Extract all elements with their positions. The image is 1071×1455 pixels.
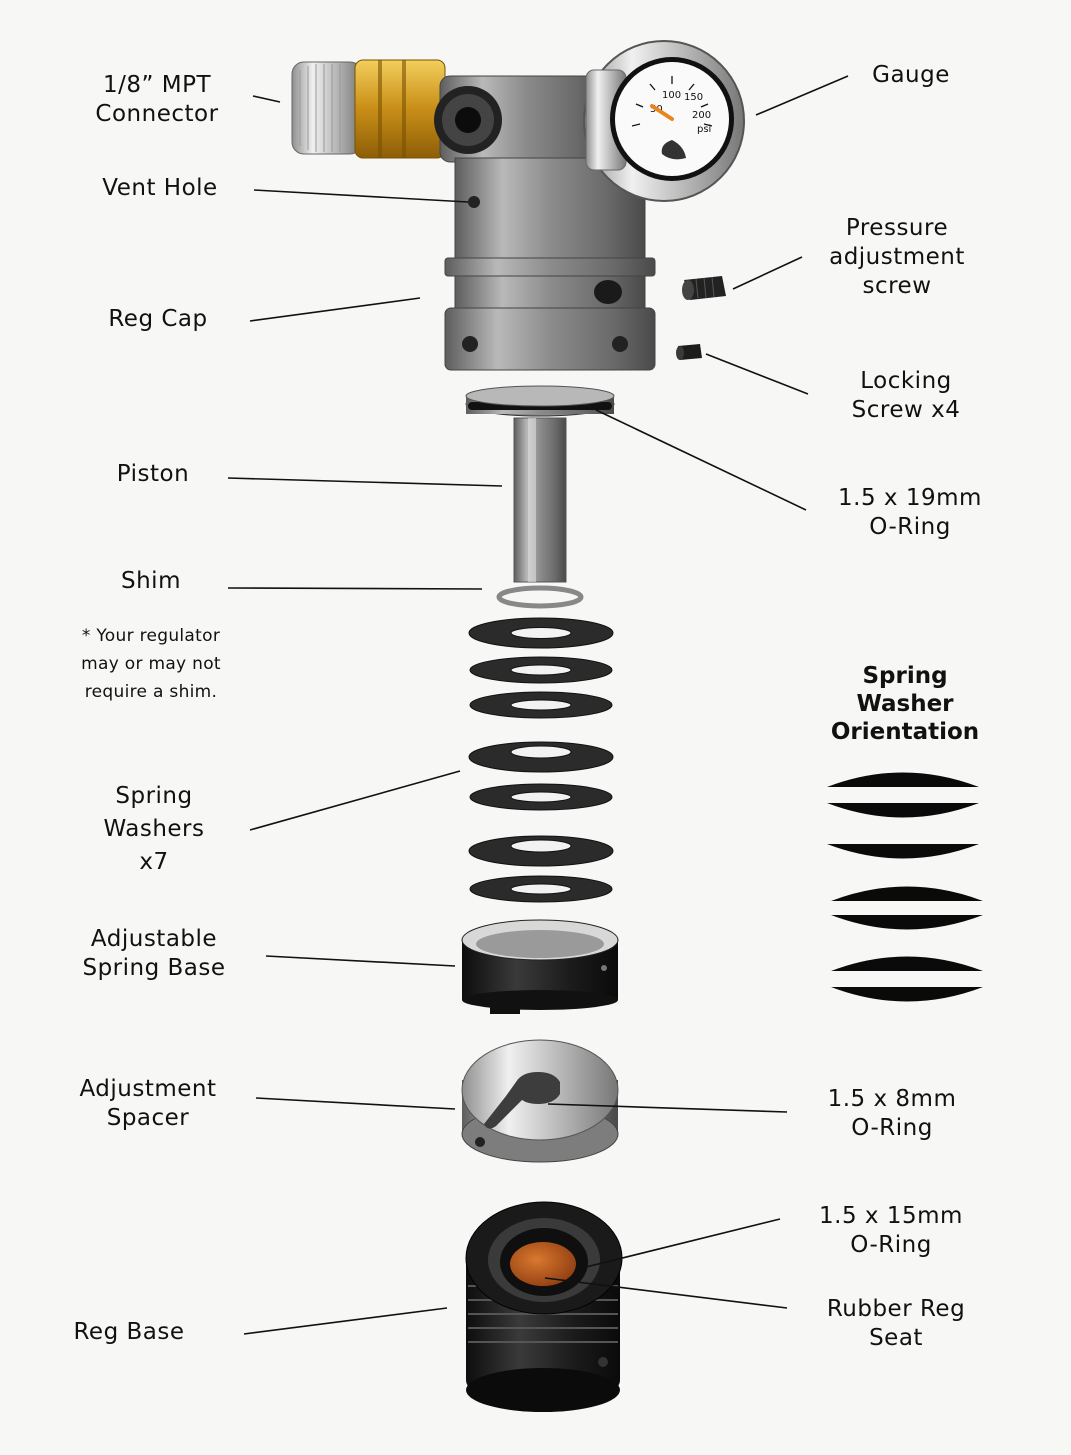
label-reg-base: Reg Base xyxy=(73,1319,185,1345)
adjustment-spacer-part xyxy=(461,1039,619,1163)
spring-washer-7 xyxy=(469,875,613,903)
leader-shim xyxy=(227,587,483,590)
adjustable-spring-base-part xyxy=(461,919,619,1014)
gauge-unit: psi xyxy=(697,124,711,135)
spring-washer-1 xyxy=(468,617,614,649)
leader-oring-8 xyxy=(547,1103,788,1113)
label-reg-cap: Reg Cap xyxy=(108,306,208,332)
label-gauge: Gauge xyxy=(872,62,950,88)
spring-washer-6 xyxy=(468,835,614,867)
leader-oring-15 xyxy=(581,1218,781,1269)
orientation-pair-1 xyxy=(827,772,979,818)
leader-pressure-screw xyxy=(732,256,803,290)
gauge-tick-150: 150 xyxy=(684,92,703,103)
locking-screw xyxy=(676,344,702,360)
orientation-pair-2 xyxy=(831,886,983,930)
leader-gauge xyxy=(755,75,849,116)
gauge-tick-100: 100 xyxy=(662,90,681,101)
gauge-part: 50 100 150 200 psi xyxy=(583,40,745,202)
leader-spring-washers xyxy=(249,770,461,831)
leader-adjustment-spacer xyxy=(255,1097,456,1110)
connector-part xyxy=(291,59,446,159)
pressure-adjustment-screw xyxy=(682,276,726,300)
spring-washer-5 xyxy=(469,783,613,811)
piston-part xyxy=(465,385,615,583)
reg-base-part xyxy=(465,1201,623,1412)
leader-rubber-seat xyxy=(544,1277,788,1309)
reg-cap-assembly: 50 100 150 200 psi xyxy=(291,40,745,371)
vent-hole xyxy=(468,196,480,208)
leader-vent-hole xyxy=(253,189,469,203)
leader-reg-cap xyxy=(249,297,421,322)
leader-adjustable-spring-base xyxy=(265,955,456,967)
leader-piston xyxy=(227,477,503,487)
label-shim: Shim xyxy=(121,568,181,594)
shim-part xyxy=(496,585,584,609)
leader-lines xyxy=(227,75,849,1335)
gauge-tick-200: 200 xyxy=(692,110,711,121)
spring-washer-4 xyxy=(468,741,614,773)
spring-washer-3 xyxy=(469,691,613,719)
label-vent-hole: Vent Hole xyxy=(102,175,218,201)
spring-washer-stack xyxy=(468,617,614,903)
leader-connector xyxy=(252,95,281,103)
spring-washer-2 xyxy=(469,656,613,684)
leader-reg-base xyxy=(243,1307,448,1335)
label-piston: Piston xyxy=(116,461,190,487)
orientation-single-1 xyxy=(827,844,979,859)
spring-washer-orientation-diagram xyxy=(827,772,983,1002)
leader-locking-screw xyxy=(705,353,809,395)
rubber-reg-seat xyxy=(510,1242,576,1286)
leader-oring-19 xyxy=(595,409,807,511)
gauge-needle xyxy=(650,104,674,121)
gauge-logo xyxy=(661,140,686,160)
orientation-pair-3 xyxy=(831,956,983,1002)
